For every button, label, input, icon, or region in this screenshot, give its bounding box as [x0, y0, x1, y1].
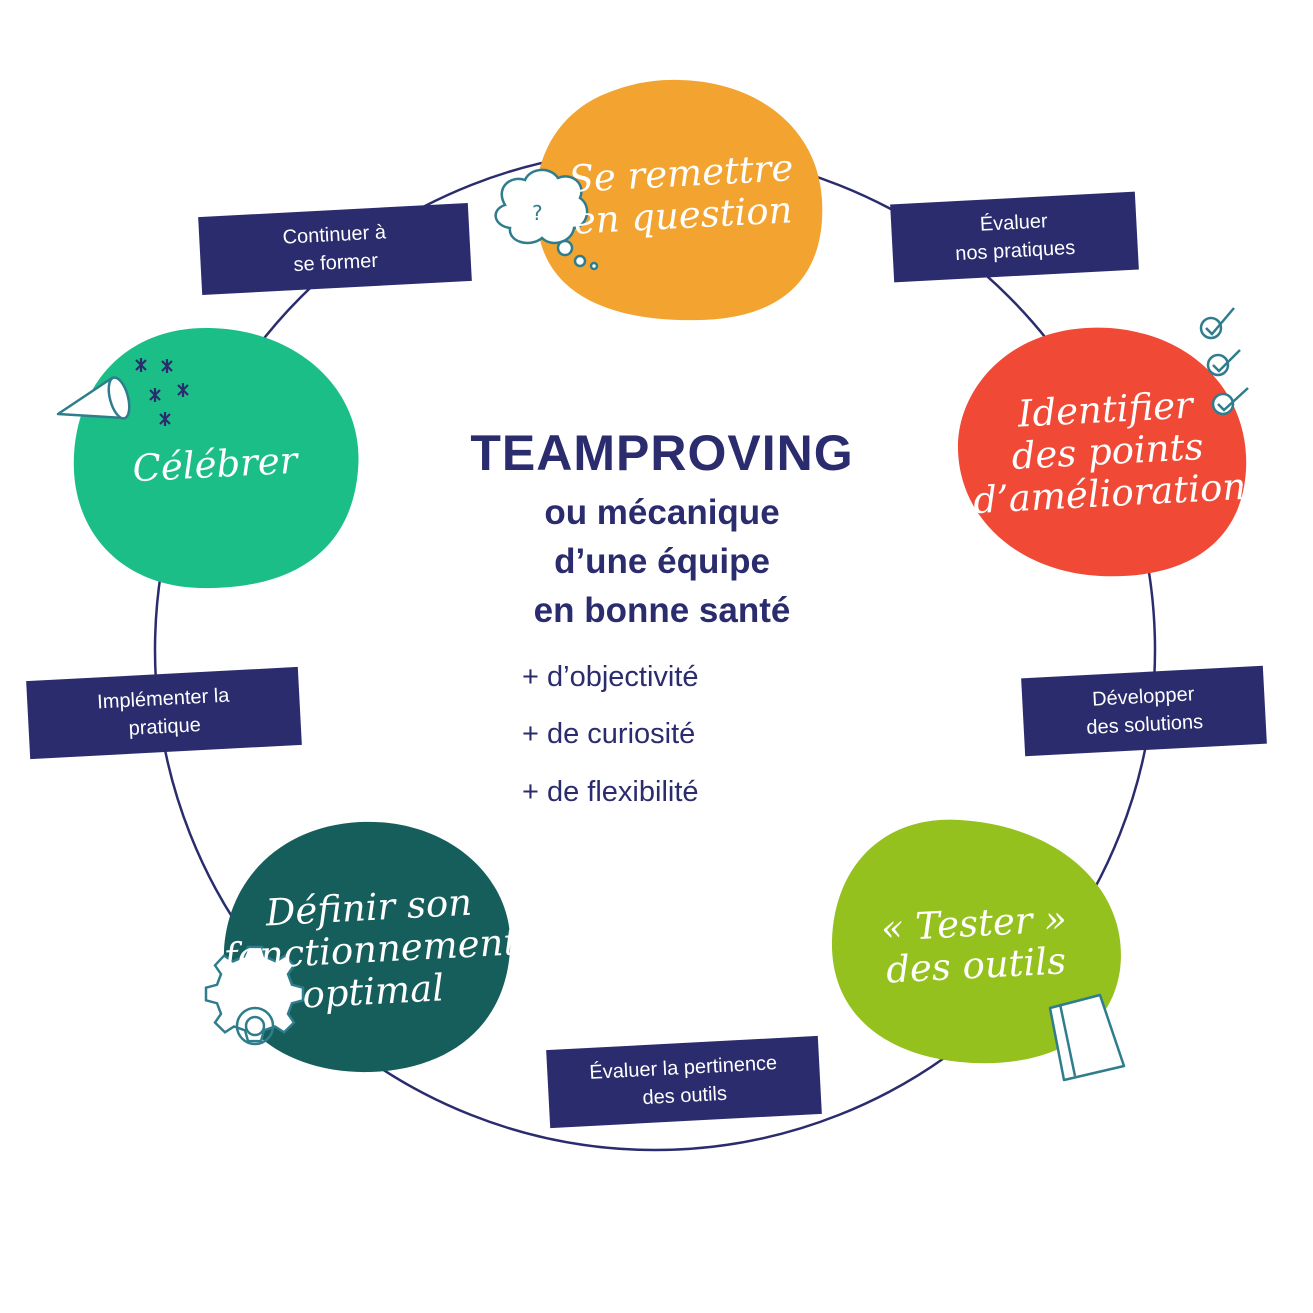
- diagram-subtitle: ou mécanique d’une équipe en bonne santé: [533, 493, 791, 630]
- stage-label-tester-des-outils: « Tester » des outils: [879, 897, 1068, 992]
- thought-bubble-icon: ?: [494, 168, 599, 271]
- transition-tag-developper-des-solutions: Développer des solutions: [1021, 665, 1267, 757]
- transition-tag-implementer-la-pratique: Implémenter la pratique: [26, 666, 302, 760]
- stage-blob-1: [535, 79, 823, 321]
- stage-label-identifier-des-points: Identifier des points d’amélioration: [972, 383, 1248, 523]
- stage-blob-2: [957, 327, 1247, 577]
- benefit-item: + de curiosité: [522, 718, 696, 750]
- benefit-item: + de flexibilité: [522, 776, 699, 808]
- stage-label-se-remettre-en-question: Se remettre en question: [567, 146, 795, 243]
- svg-text:?: ?: [532, 201, 543, 225]
- stage-blob-3: [831, 819, 1121, 1064]
- transition-tag-evaluer-la-pertinence: Évaluer la pertinence des outils: [546, 1035, 822, 1129]
- diagram-title: TEAMPROVING: [470, 425, 854, 481]
- checklist-icon: [1199, 307, 1249, 416]
- book-icon: [1048, 993, 1126, 1082]
- stage-label-definir-son-fonctionnement: Définir son fonctionnement optimal: [222, 880, 520, 1017]
- party-horn-icon: [56, 358, 189, 426]
- benefit-item: + d’objectivité: [522, 661, 699, 693]
- transition-tag-evaluer-nos-pratiques: Évaluer nos pratiques: [890, 191, 1139, 283]
- gear-icon: [204, 945, 305, 1046]
- transition-tag-continuer-a-se-former: Continuer à se former: [198, 202, 472, 296]
- stage-blob-4: [223, 821, 511, 1073]
- stage-blob-5: [73, 327, 359, 589]
